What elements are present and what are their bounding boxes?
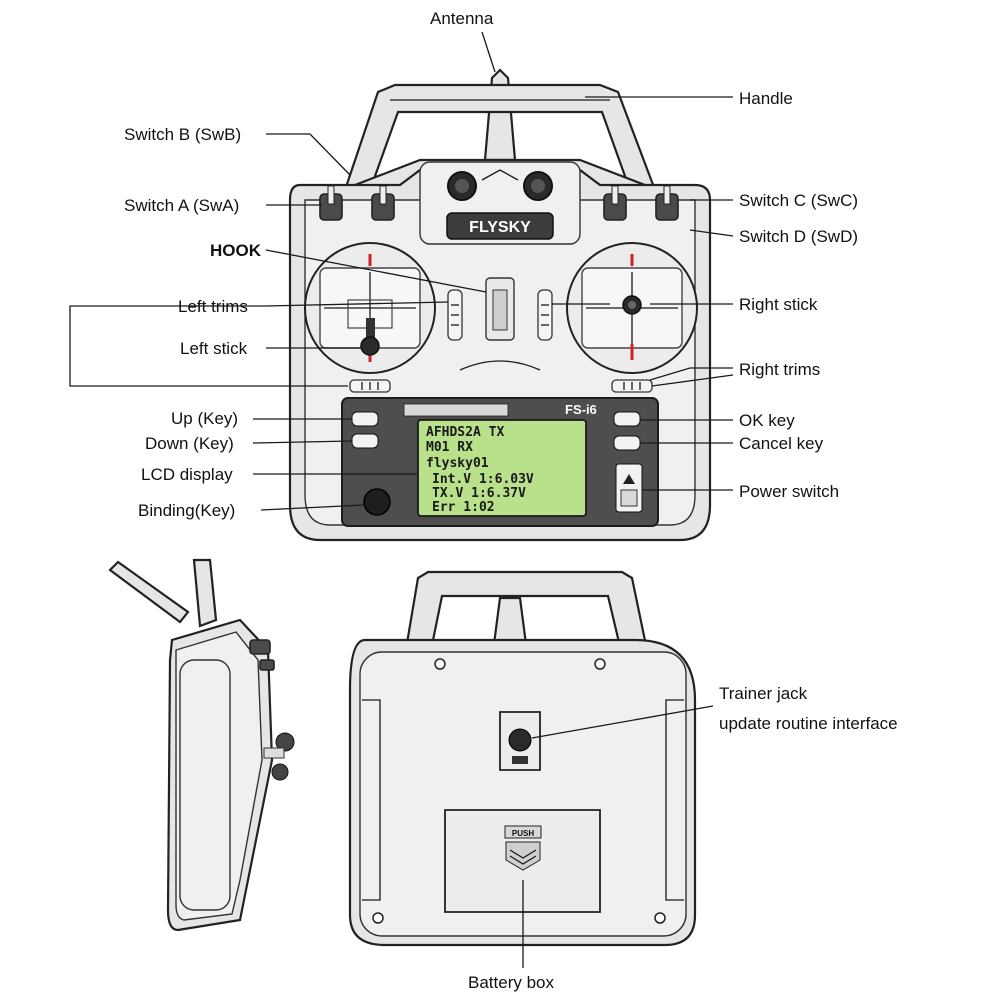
switch-c[interactable] bbox=[603, 185, 627, 221]
label-down-key: Down (Key) bbox=[145, 434, 234, 453]
ok-key[interactable] bbox=[613, 411, 641, 427]
down-key[interactable] bbox=[351, 433, 379, 449]
label-antenna: Antenna bbox=[430, 9, 494, 28]
lcd-line-6: Err 1:02 bbox=[432, 500, 495, 515]
label-lcd-display: LCD display bbox=[141, 465, 233, 484]
label-left-stick: Left stick bbox=[180, 339, 248, 358]
label-right-stick: Right stick bbox=[739, 295, 818, 314]
label-cancel-key: Cancel key bbox=[739, 434, 824, 453]
lcd-line-2: M01 RX bbox=[426, 440, 473, 455]
front-view: FLYSKY bbox=[288, 68, 712, 542]
label-power-switch: Power switch bbox=[739, 482, 839, 501]
label-update-interface: update routine interface bbox=[719, 714, 898, 733]
left-horizontal-trim[interactable] bbox=[349, 379, 391, 393]
right-vertical-trim[interactable] bbox=[537, 289, 553, 341]
label-right-trims: Right trims bbox=[739, 360, 820, 379]
up-key[interactable] bbox=[351, 411, 379, 427]
label-switch-a: Switch A (SwA) bbox=[124, 196, 239, 215]
power-switch[interactable] bbox=[615, 463, 643, 513]
brand-logo: FLYSKY bbox=[469, 219, 531, 236]
label-handle: Handle bbox=[739, 89, 793, 108]
lcd-line-1: AFHDS2A TX bbox=[426, 425, 504, 440]
push-label: PUSH bbox=[512, 829, 534, 838]
model-label: FS-i6 bbox=[565, 402, 597, 417]
switch-d[interactable] bbox=[655, 185, 679, 221]
antenna bbox=[483, 68, 517, 162]
label-battery-box: Battery box bbox=[468, 973, 554, 992]
side-view bbox=[108, 558, 295, 932]
brand-logo-plate bbox=[446, 212, 554, 240]
label-trainer-jack: Trainer jack bbox=[719, 684, 808, 703]
trainer-jack[interactable] bbox=[499, 711, 541, 771]
battery-box[interactable]: PUSH bbox=[444, 809, 601, 913]
lcd-display bbox=[417, 419, 587, 517]
label-ok-key: OK key bbox=[739, 411, 795, 430]
callout-labels: Antenna Handle Switch B (SwB) Switch A (… bbox=[124, 9, 898, 992]
lcd-line-4: Int.V 1:6.03V bbox=[432, 472, 534, 487]
lcd-line-5: TX.V 1:6.37V bbox=[432, 486, 526, 501]
label-binding-key: Binding(Key) bbox=[138, 501, 235, 520]
leader-lines bbox=[69, 31, 734, 968]
hook bbox=[485, 277, 515, 341]
right-horizontal-trim[interactable] bbox=[611, 379, 653, 393]
knob-vra[interactable] bbox=[447, 171, 477, 201]
label-switch-c: Switch C (SwC) bbox=[739, 191, 858, 210]
label-switch-b: Switch B (SwB) bbox=[124, 125, 241, 144]
switch-a[interactable] bbox=[319, 185, 343, 221]
right-stick[interactable] bbox=[622, 295, 642, 315]
back-view: PUSH bbox=[348, 570, 697, 947]
label-left-trims: Left trims bbox=[178, 297, 248, 316]
binding-key[interactable] bbox=[363, 488, 391, 516]
left-stick[interactable] bbox=[360, 318, 380, 356]
lcd-line-3: flysky01 bbox=[426, 456, 489, 471]
switch-b[interactable] bbox=[371, 185, 395, 221]
knob-vrb[interactable] bbox=[523, 171, 553, 201]
label-switch-d: Switch D (SwD) bbox=[739, 227, 858, 246]
label-hook: HOOK bbox=[210, 241, 262, 260]
label-up-key: Up (Key) bbox=[171, 409, 238, 428]
cancel-key[interactable] bbox=[613, 435, 641, 451]
left-vertical-trim[interactable] bbox=[447, 289, 463, 341]
